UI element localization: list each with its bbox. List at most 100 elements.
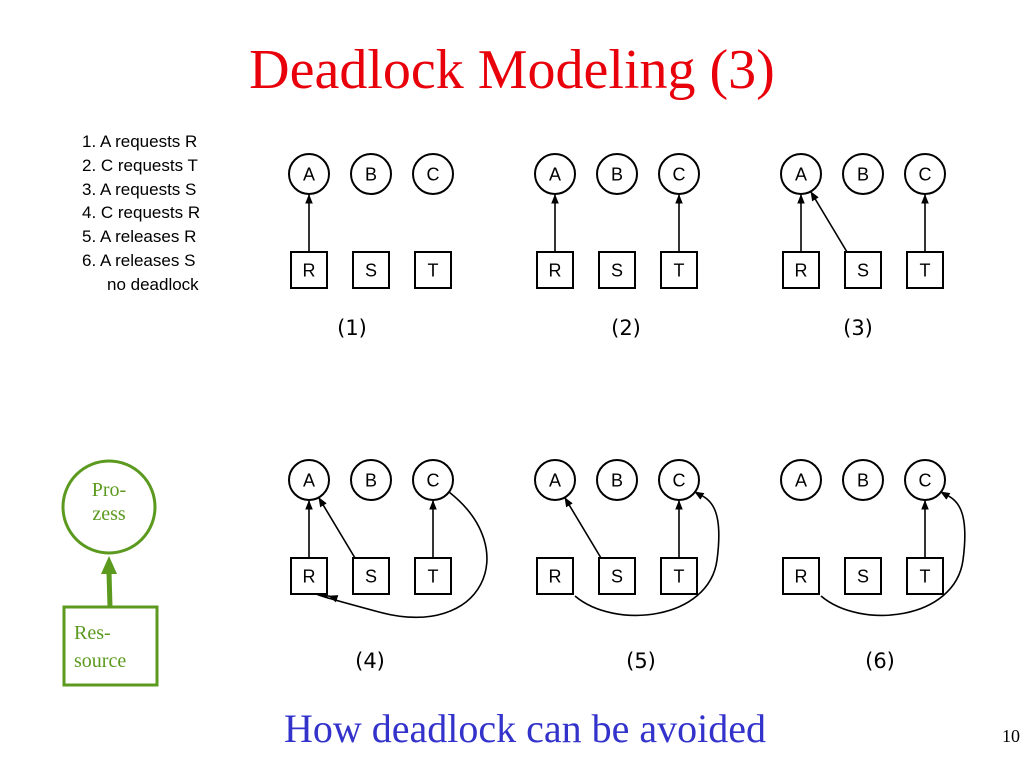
process-label-a: A <box>795 471 807 491</box>
resource-label-r: R <box>303 567 316 587</box>
step-5: 5. A releases R <box>82 227 197 247</box>
resource-node-t <box>414 557 452 595</box>
resource-label-r: R <box>795 261 808 281</box>
resource-label-t: T <box>428 567 439 587</box>
resource-node-s <box>844 557 882 595</box>
legend-process-label-line2: zess <box>92 503 126 525</box>
panel-3: A B C R S T (3) <box>780 153 946 340</box>
resource-label-r: R <box>549 261 562 281</box>
process-node-c <box>904 459 946 501</box>
panel-1: A B C R S T (1) <box>288 153 454 340</box>
legend-arrow-shaft <box>106 571 113 608</box>
step-6: 6. A releases S <box>82 250 196 270</box>
process-node-a <box>780 153 822 195</box>
resource-node-s <box>844 251 882 289</box>
legend-resource-label-line1: Res- <box>74 622 111 644</box>
panel-caption-6: (6) <box>865 649 895 673</box>
process-label-c: C <box>673 165 686 185</box>
process-node-a <box>780 459 822 501</box>
process-label-b: B <box>365 471 377 491</box>
legend-resource-box <box>62 605 159 687</box>
resource-label-r: R <box>303 261 316 281</box>
process-label-b: B <box>365 165 377 185</box>
process-node-c <box>412 153 454 195</box>
legend-group: Pro- zess Res- source <box>61 459 159 687</box>
page-number: 10 <box>1002 726 1020 746</box>
resource-label-s: S <box>611 261 623 281</box>
edge-r-to-c <box>574 491 720 617</box>
panel-caption-3: (3) <box>843 316 873 340</box>
process-node-c <box>412 459 454 501</box>
resource-node-s <box>352 557 390 595</box>
resource-label-t: T <box>674 261 685 281</box>
process-label-a: A <box>549 471 561 491</box>
panel-caption-5: (5) <box>626 649 656 673</box>
slide-subtitle: How deadlock can be avoided <box>283 706 767 751</box>
process-node-b <box>350 459 392 501</box>
process-node-a <box>534 153 576 195</box>
resource-node-t <box>414 251 452 289</box>
process-label-b: B <box>857 471 869 491</box>
panel-caption-2: (2) <box>611 316 641 340</box>
process-label-a: A <box>795 165 807 185</box>
resource-node-r <box>536 557 574 595</box>
edge-r-to-c <box>820 491 966 617</box>
step-3: 3. A requests S <box>82 179 197 199</box>
process-node-b <box>842 153 884 195</box>
resource-label-s: S <box>857 261 869 281</box>
resource-label-s: S <box>611 567 623 587</box>
resource-node-t <box>906 557 944 595</box>
process-label-a: A <box>303 471 315 491</box>
resource-label-t: T <box>920 567 931 587</box>
resource-node-r <box>290 557 328 595</box>
legend-process-circle <box>61 459 157 555</box>
slide-title: Deadlock Modeling (3) <box>249 39 775 101</box>
resource-label-t: T <box>674 567 685 587</box>
resource-node-t <box>660 557 698 595</box>
process-label-a: A <box>549 165 561 185</box>
legend-arrow-head <box>101 556 117 574</box>
panel-caption-1: (1) <box>337 316 367 340</box>
process-label-a: A <box>303 165 315 185</box>
process-node-b <box>596 153 638 195</box>
process-label-b: B <box>857 165 869 185</box>
step-4: 4. C requests R <box>82 203 201 223</box>
process-label-c: C <box>673 471 686 491</box>
resource-label-s: S <box>857 567 869 587</box>
resource-node-s <box>598 251 636 289</box>
resource-label-s: S <box>365 261 377 281</box>
process-node-a <box>288 459 330 501</box>
process-label-c: C <box>919 165 932 185</box>
resource-node-r <box>290 251 328 289</box>
process-label-c: C <box>427 165 440 185</box>
step-1: 1. A requests R <box>82 132 198 151</box>
step-result: no deadlock <box>107 274 199 294</box>
process-node-b <box>842 459 884 501</box>
resource-label-r: R <box>795 567 808 587</box>
process-label-b: B <box>611 165 623 185</box>
panel-6: A B C R S T (6) <box>780 459 966 673</box>
process-node-c <box>658 153 700 195</box>
resource-node-s <box>598 557 636 595</box>
request-sequence-list: 1. A requests R 2. C requests T 3. A req… <box>82 130 262 297</box>
resource-label-t: T <box>428 261 439 281</box>
edge-s-to-a <box>318 497 356 559</box>
edge-s-to-a <box>564 497 602 559</box>
process-node-c <box>658 459 700 501</box>
resource-label-s: S <box>365 567 377 587</box>
process-label-c: C <box>919 471 932 491</box>
edge-s-to-a <box>810 191 848 253</box>
resource-label-t: T <box>920 261 931 281</box>
resource-label-r: R <box>549 567 562 587</box>
process-node-a <box>288 153 330 195</box>
edge-c-to-r <box>316 491 488 618</box>
resource-node-t <box>660 251 698 289</box>
legend-resource-label-line2: source <box>74 650 126 672</box>
resource-node-s <box>352 251 390 289</box>
legend-process-label-line1: Pro- <box>92 479 126 501</box>
process-node-c <box>904 153 946 195</box>
